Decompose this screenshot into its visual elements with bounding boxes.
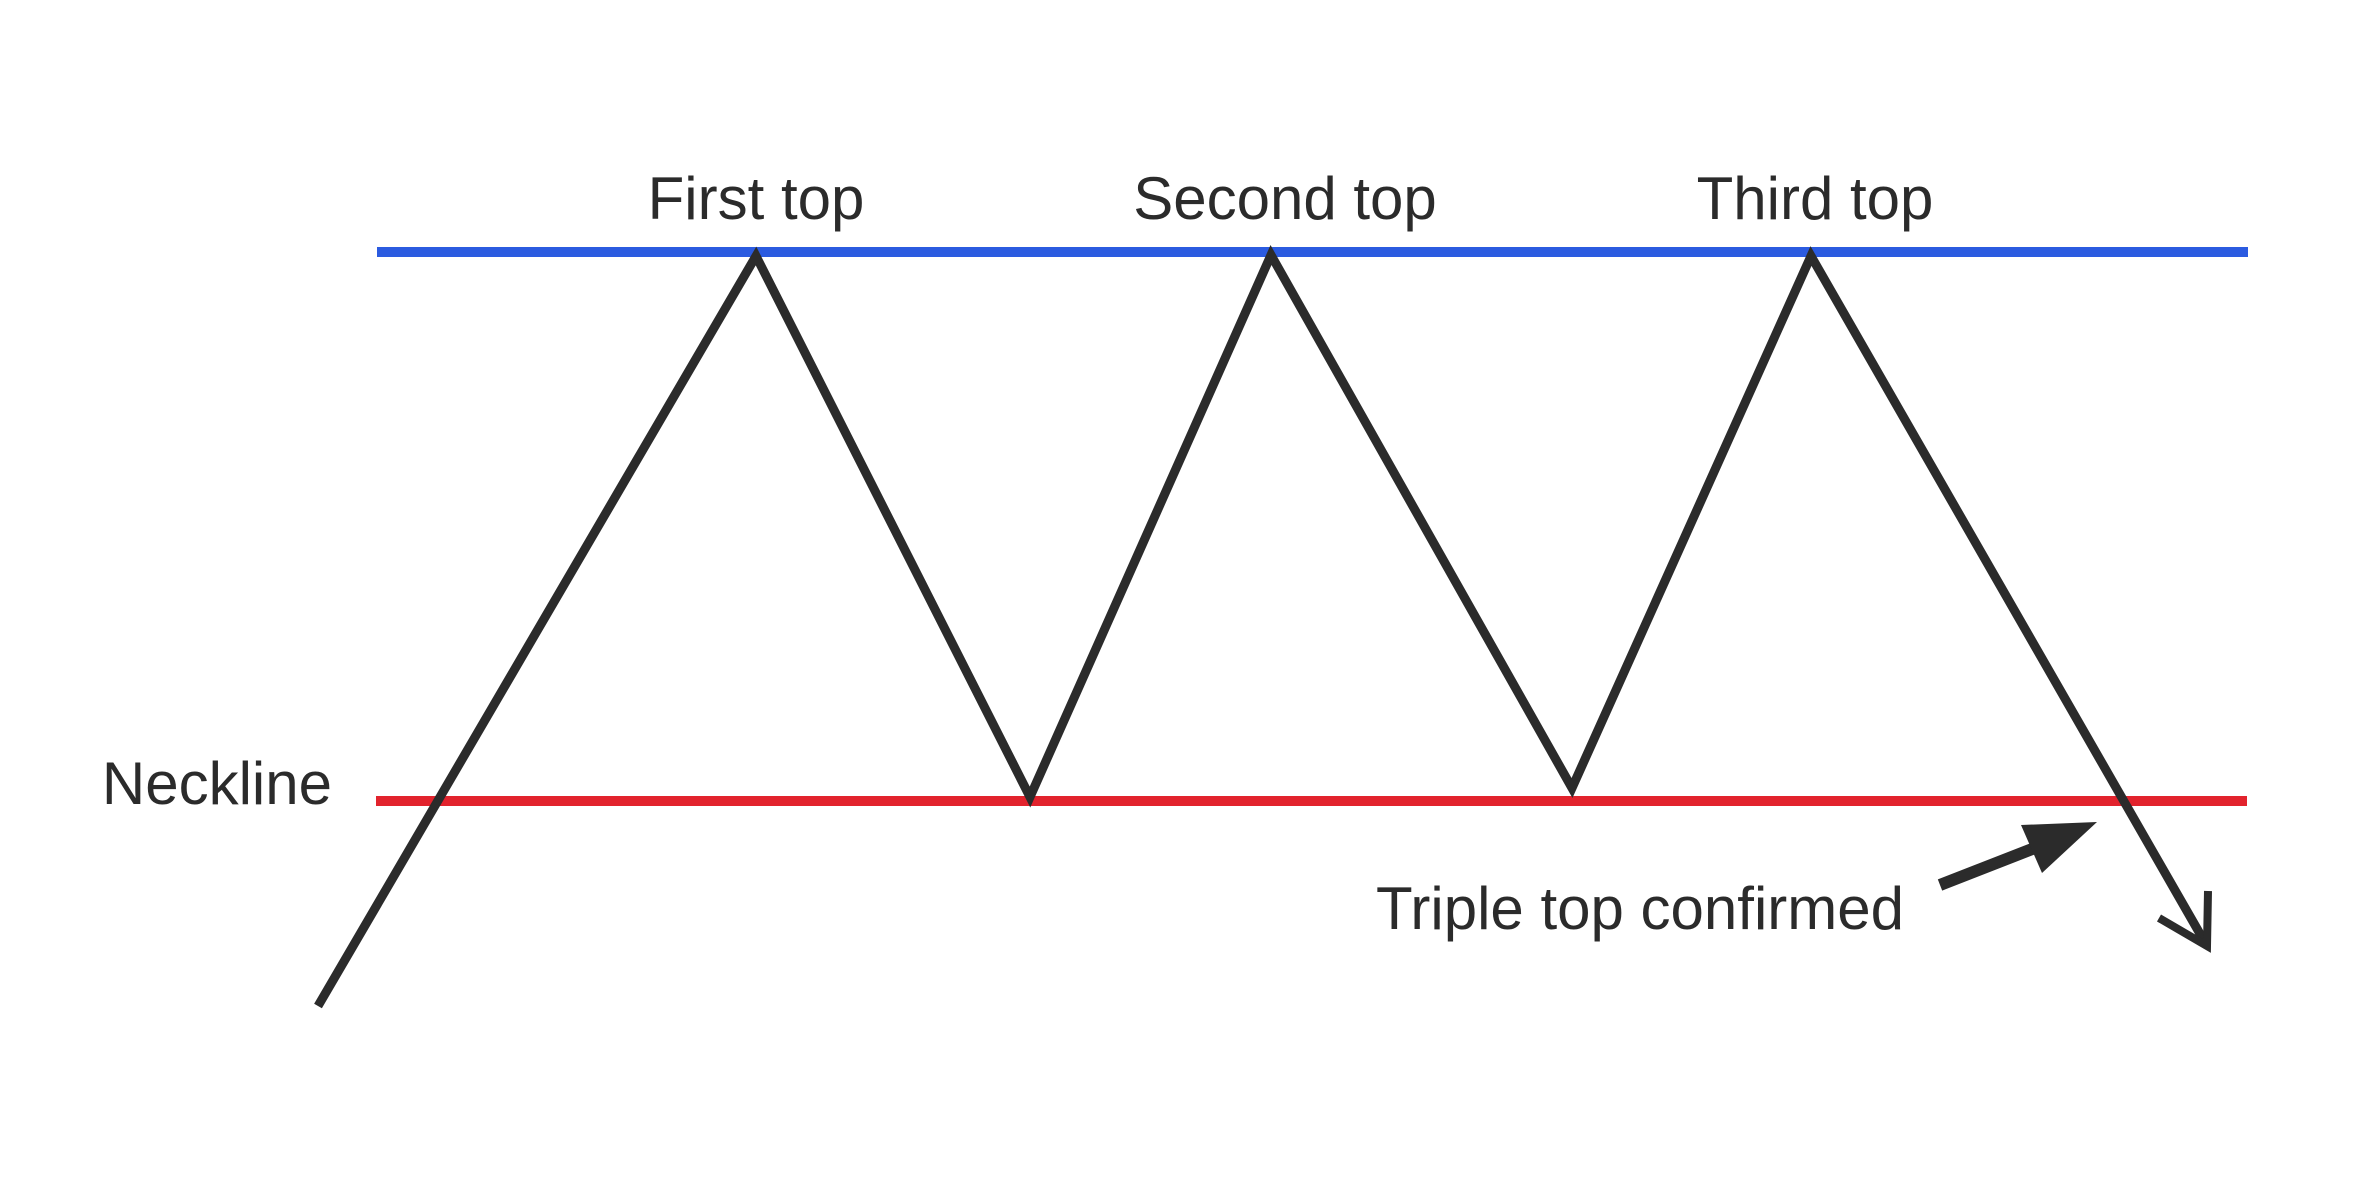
first-top-label: First top	[648, 165, 865, 232]
price-line	[314, 245, 2211, 1009]
second-top-label: Second top	[1133, 165, 1437, 232]
callout-arrowhead-icon	[2021, 822, 2097, 873]
third-top-label: Third top	[1697, 165, 1934, 232]
confirmation-label: Triple top confirmed	[1376, 875, 1904, 942]
callout-arrow-shaft	[1937, 840, 2043, 891]
breakdown-arrowhead-icon	[2156, 890, 2212, 953]
neckline-label: Neckline	[102, 750, 332, 817]
